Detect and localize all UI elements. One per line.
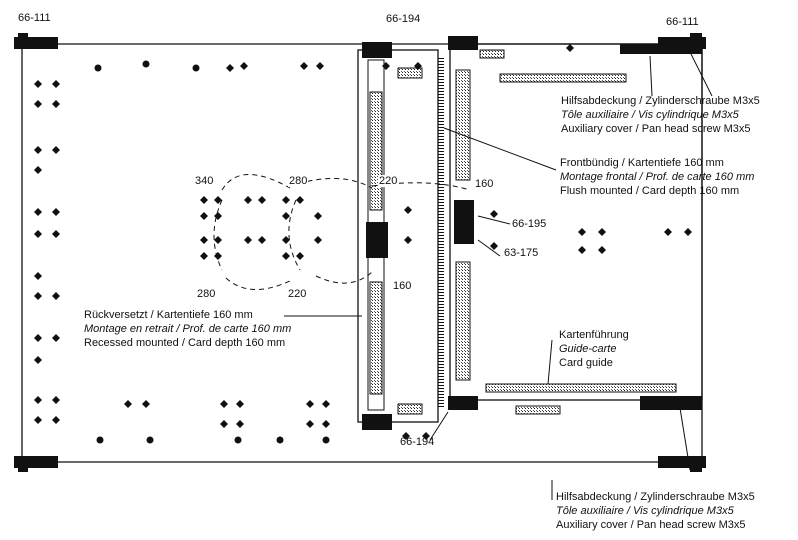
recessed-card-module [357, 42, 444, 430]
callout-aux-cover-top-de: Hilfsabdeckung / Zylinderschraube M3x5 [561, 95, 760, 107]
dim-160-right: 160 [474, 178, 495, 190]
callout-card-guide-de: Kartenführung [559, 329, 629, 341]
part-screw-lower: 63-175 [504, 247, 539, 259]
callout-flush-en: Flush mounted / Card depth 160 mm [560, 185, 740, 197]
part-guide-holder-top: 66-194 [386, 13, 421, 25]
dim-220-top: 220 [378, 175, 399, 187]
callout-card-guide-fr: Guide-carte [559, 343, 617, 355]
dim-220-bottom: 220 [287, 288, 308, 300]
dim-280-top: 280 [288, 175, 309, 187]
leader-lines [284, 51, 713, 500]
callout-flush-fr: Montage frontal / Prof. de carte 160 mm [560, 171, 755, 183]
part-rail-top-right: 66-111 [666, 16, 699, 28]
callout-aux-cover-top: Hilfsabdeckung / Zylinderschraube M3x5 T… [561, 94, 760, 136]
part-screw-upper: 66-195 [512, 218, 547, 230]
dim-340: 340 [194, 175, 215, 187]
mounting-holes [34, 44, 692, 444]
callout-aux-cover-bottom-de: Hilfsabdeckung / Zylinderschraube M3x5 [556, 491, 755, 503]
callout-card-guide-en: Card guide [559, 357, 613, 369]
part-guide-holder-bottom: 66-194 [400, 436, 435, 448]
callout-recessed-en: Recessed mounted / Card depth 160 mm [84, 337, 286, 349]
callout-aux-cover-bottom-fr: Tôle auxiliaire / Vis cylindrique M3x5 [556, 505, 734, 517]
callout-aux-cover-bottom-en: Auxiliary cover / Pan head screw M3x5 [556, 519, 746, 531]
callout-recessed-de: Rückversetzt / Kartentiefe 160 mm [84, 309, 253, 321]
callout-aux-cover-top-en: Auxiliary cover / Pan head screw M3x5 [561, 123, 751, 135]
callout-recessed: Rückversetzt / Kartentiefe 160 mm Montag… [84, 308, 291, 350]
dimension-arcs [213, 174, 471, 290]
callout-flush-de: Frontbündig / Kartentiefe 160 mm [560, 157, 724, 169]
dim-280-bottom: 280 [196, 288, 217, 300]
callout-recessed-fr: Montage en retrait / Prof. de carte 160 … [84, 323, 292, 335]
callout-aux-cover-top-fr: Tôle auxiliaire / Vis cylindrique M3x5 [561, 109, 739, 121]
dim-160-mid: 160 [392, 280, 413, 292]
callout-flush: Frontbündig / Kartentiefe 160 mm Montage… [560, 156, 754, 198]
callout-card-guide: Kartenführung Guide-carte Card guide [559, 328, 629, 370]
callout-aux-cover-bottom: Hilfsabdeckung / Zylinderschraube M3x5 T… [556, 490, 755, 532]
corner-rails [14, 33, 706, 472]
flush-card-module [448, 36, 703, 415]
part-rail-top-left: 66-111 [18, 12, 51, 24]
